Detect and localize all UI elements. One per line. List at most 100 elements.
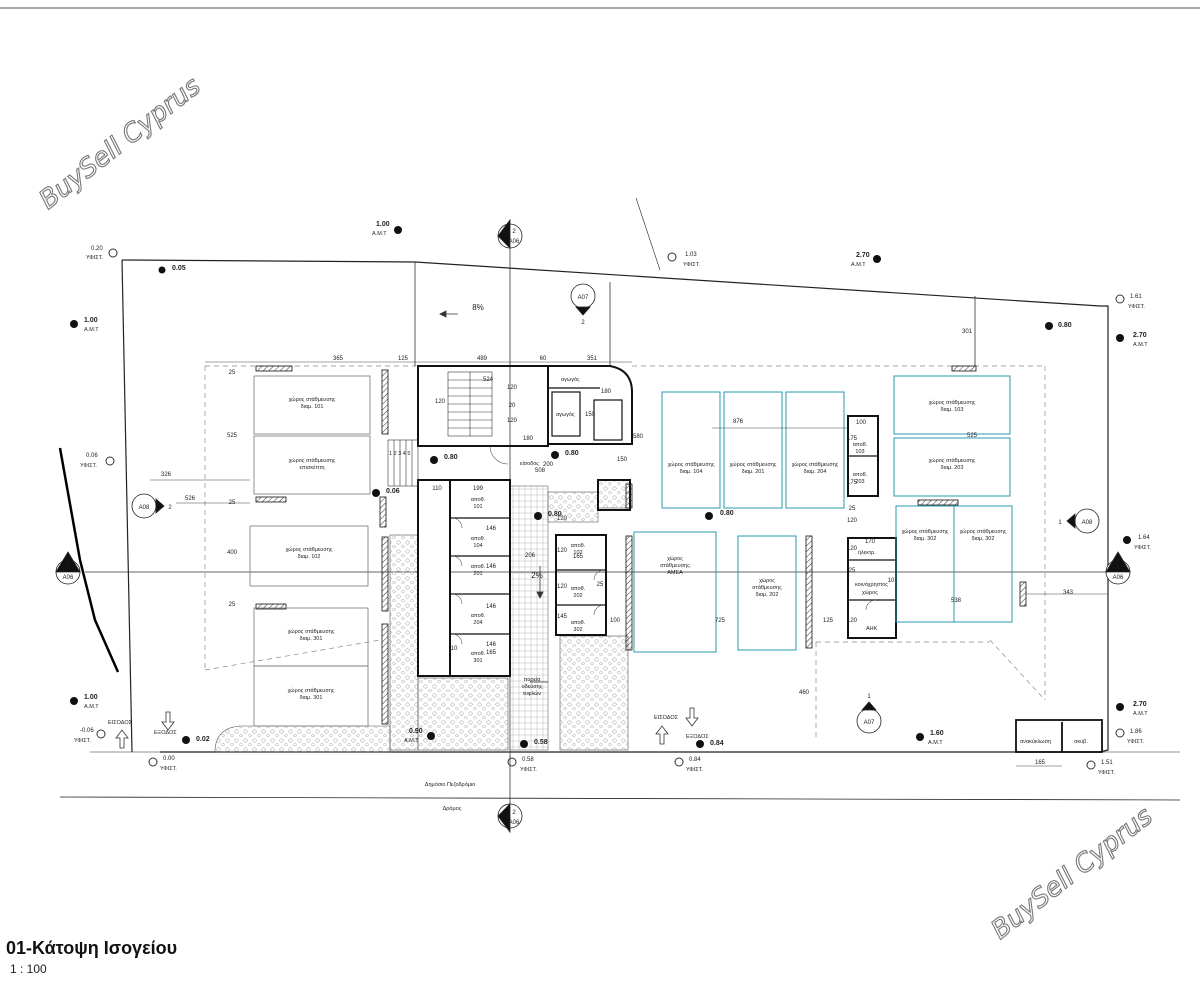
svg-text:Α.Μ.Τ: Α.Μ.Τ bbox=[1133, 711, 1148, 717]
parking-102-unit: διαμ. 102 bbox=[298, 554, 321, 560]
parking-101-unit: διαμ. 101 bbox=[301, 404, 324, 410]
parking-101: χώρος στάθμευσης bbox=[289, 396, 336, 403]
parking-202-2: στάθμευσης bbox=[752, 584, 782, 591]
parking-visitor: χώρος στάθμευσης bbox=[289, 457, 336, 464]
svg-text:1.00: 1.00 bbox=[376, 221, 390, 228]
svg-text:ΥΦΙΣΤ.: ΥΦΙΣΤ. bbox=[686, 767, 703, 773]
svg-text:0.02: 0.02 bbox=[196, 736, 210, 743]
svg-text:1.86: 1.86 bbox=[1130, 729, 1142, 735]
svg-text:ΥΦΙΣΤ.: ΥΦΙΣΤ. bbox=[1098, 770, 1115, 776]
svg-text:ΥΦΙΣΤ.: ΥΦΙΣΤ. bbox=[74, 738, 91, 744]
svg-text:1.61: 1.61 bbox=[1130, 294, 1142, 300]
path-label-2: οδεύσης bbox=[522, 683, 543, 690]
svg-text:2: 2 bbox=[581, 320, 585, 326]
parking-grey bbox=[249, 375, 371, 727]
parking-302b: χώρος στάθμευσης bbox=[960, 528, 1007, 535]
parking-204: χώρος στάθμευσης bbox=[792, 461, 839, 468]
level-marker: 1.60Α.Μ.Τ bbox=[916, 730, 944, 746]
svg-text:ΥΦΙΣΤ.: ΥΦΙΣΤ. bbox=[1128, 304, 1145, 310]
dim: 120 bbox=[557, 516, 568, 522]
storage-labels: αποθ. 101 αποθ. 104 αποθ. 201 αποθ. 204 … bbox=[471, 442, 868, 664]
svg-text:0.84: 0.84 bbox=[689, 757, 701, 763]
storage-101-no: 101 bbox=[473, 504, 482, 510]
svg-text:0.58: 0.58 bbox=[522, 757, 534, 763]
slope-2: 2% bbox=[531, 571, 543, 580]
svg-text:0.20: 0.20 bbox=[91, 246, 103, 252]
level-marker: 2.70Α.Μ.Τ bbox=[851, 252, 881, 268]
entry-1: ΕΙΣΟΔΟΣ bbox=[108, 720, 133, 726]
section-marker-left: 1 A06 bbox=[55, 551, 81, 585]
parking-301b: χώρος στάθμευσης bbox=[288, 687, 335, 694]
level-marker: 0.06 bbox=[372, 488, 400, 497]
parking-visitor-sub: επισκέπτη bbox=[299, 464, 324, 471]
duct-1: αγωγός bbox=[561, 376, 580, 383]
svg-text:0.06: 0.06 bbox=[386, 488, 400, 495]
recycling-label: ανακύκλωση bbox=[1020, 738, 1051, 745]
slope-1: 8% bbox=[472, 303, 484, 312]
svg-text:ΥΦΙΣΤ.: ΥΦΙΣΤ. bbox=[1134, 545, 1151, 551]
svg-text:0.05: 0.05 bbox=[172, 265, 186, 272]
dim: 508 bbox=[535, 468, 546, 474]
dim: 343 bbox=[1063, 590, 1074, 596]
drawing-title: 01-Κάτοψη Ισογείου bbox=[6, 938, 178, 958]
dim: 146 bbox=[486, 642, 497, 648]
section-marker-a07-bottom: 1 A07 bbox=[856, 694, 882, 734]
dim: 120 bbox=[507, 385, 518, 391]
dim: 170 bbox=[865, 539, 876, 545]
dim: 10 bbox=[888, 578, 895, 584]
level-marker: 0.80 bbox=[1045, 322, 1072, 330]
dim: 10 bbox=[451, 646, 458, 652]
parking-103: χώρος στάθμευσης bbox=[929, 399, 976, 406]
svg-text:1: 1 bbox=[1058, 520, 1062, 526]
parking-202-3: διαμ. 202 bbox=[756, 592, 779, 598]
section-marker-a08-right: 1 A08 bbox=[1058, 508, 1100, 534]
dim: 25 bbox=[229, 370, 236, 376]
common-room-2: χώρος bbox=[862, 589, 878, 596]
dim: 146 bbox=[486, 604, 497, 610]
door-swings bbox=[451, 445, 877, 645]
svg-text:0.06: 0.06 bbox=[86, 453, 98, 459]
dim: 180 bbox=[523, 436, 534, 442]
svg-text:ΥΦΙΣΤ.: ΥΦΙΣΤ. bbox=[80, 463, 97, 469]
dim: 165 bbox=[573, 554, 584, 560]
dim: 120 bbox=[435, 399, 446, 405]
dim: 125 bbox=[398, 356, 409, 362]
dim: 175 bbox=[847, 480, 858, 486]
svg-text:BuySell Cyprus: BuySell Cyprus bbox=[986, 801, 1159, 945]
dim: 365 bbox=[333, 356, 344, 362]
storage-103: αποθ. bbox=[853, 442, 868, 448]
dim: 120 bbox=[847, 546, 858, 552]
storage-202-no: 202 bbox=[573, 593, 582, 599]
section-marker-a08-left: A08 2 bbox=[131, 493, 172, 519]
dim: 725 bbox=[715, 618, 726, 624]
level-marker: 0.80 bbox=[551, 450, 579, 459]
storage-302-no: 302 bbox=[573, 627, 582, 633]
sidewalk-label: Δημόσιο Πεζοδρόμιο bbox=[425, 781, 475, 788]
dim: 351 bbox=[587, 356, 598, 362]
storage-202: αποθ. bbox=[571, 586, 586, 592]
dim: 525 bbox=[967, 433, 978, 439]
storage-201: αποθ. bbox=[471, 564, 486, 570]
dim: 120 bbox=[847, 518, 858, 524]
dim: 25 bbox=[849, 506, 856, 512]
storage-104-no: 104 bbox=[473, 543, 482, 549]
svg-text:ΥΦΙΣΤ.: ΥΦΙΣΤ. bbox=[1127, 739, 1144, 745]
svg-text:A08: A08 bbox=[1082, 520, 1093, 526]
dim: 199 bbox=[473, 486, 484, 492]
level-marker: 0.80 bbox=[705, 510, 734, 520]
dim: 60 bbox=[540, 356, 547, 362]
svg-text:0.90: 0.90 bbox=[409, 728, 423, 735]
level-marker: 0.80 bbox=[430, 454, 458, 464]
svg-text:0.00: 0.00 bbox=[163, 756, 175, 762]
level-marker: 0.80 bbox=[534, 511, 562, 520]
svg-text:1.51: 1.51 bbox=[1101, 760, 1113, 766]
common-room: κοινόχρηστος bbox=[855, 581, 888, 588]
svg-text:A06: A06 bbox=[509, 820, 520, 826]
